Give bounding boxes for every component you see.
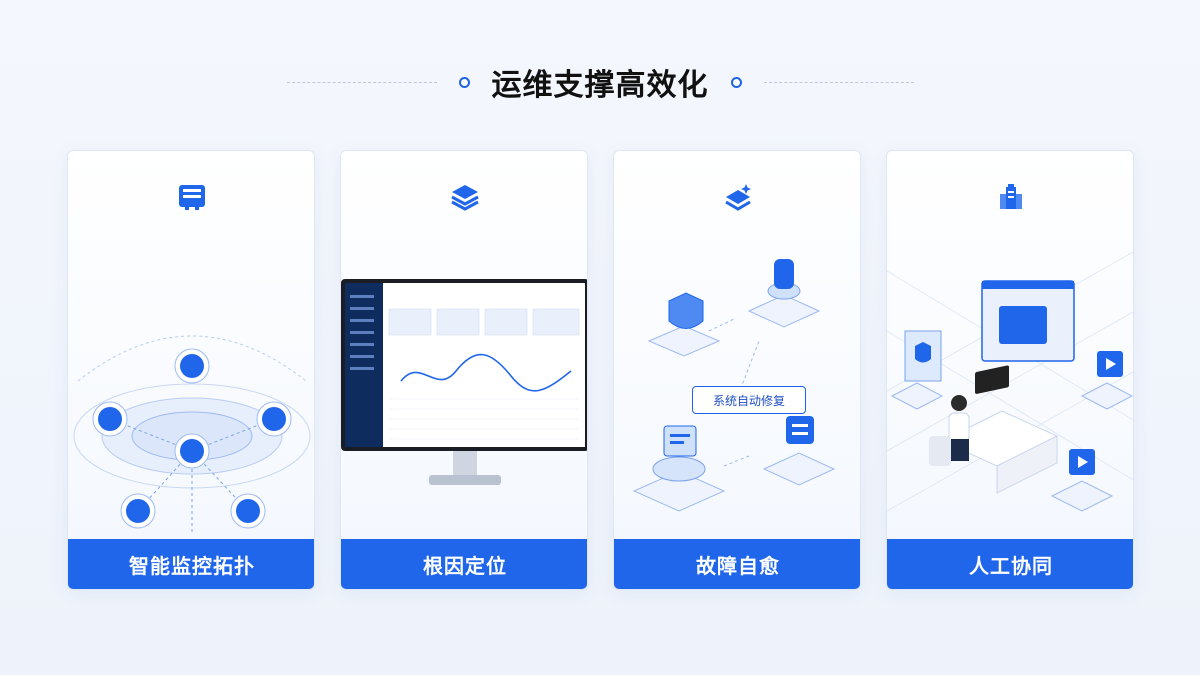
document-platform bbox=[632, 425, 726, 512]
card-self-healing: 系统自动修复 故障自愈 bbox=[613, 150, 861, 590]
upper-platform bbox=[747, 259, 821, 328]
page-title: 运维支撑高效化 bbox=[491, 68, 709, 103]
play-pedestal-bottom bbox=[1050, 449, 1114, 512]
title-left-dot bbox=[458, 76, 470, 88]
title-left-line bbox=[286, 81, 437, 83]
card-monitor-topology: 智能监控拓扑 bbox=[67, 150, 315, 590]
card-label: 故障自愈 bbox=[614, 539, 860, 589]
building-icon bbox=[1000, 184, 1022, 209]
auto-repair-badge: 系统自动修复 bbox=[692, 386, 806, 414]
self-healing-illustration bbox=[632, 259, 836, 512]
shield-platform bbox=[647, 292, 721, 357]
title-row: 运维支撑高效化 bbox=[0, 60, 1200, 104]
card-label: 人工协同 bbox=[887, 539, 1133, 589]
server-icon bbox=[179, 185, 205, 210]
server-platform bbox=[762, 416, 836, 486]
desk-with-person bbox=[929, 365, 1059, 494]
human-collab-illustration bbox=[887, 251, 1133, 512]
layers-icon bbox=[451, 185, 479, 211]
card-human-collab: 人工协同 bbox=[886, 150, 1134, 590]
topology-node-center bbox=[174, 433, 210, 469]
topology-illustration bbox=[73, 335, 311, 534]
title-right-line bbox=[763, 81, 914, 83]
card-label: 智能监控拓扑 bbox=[68, 539, 314, 589]
play-pedestal-top bbox=[1080, 351, 1133, 410]
stack-spark-icon bbox=[725, 184, 751, 211]
card-root-cause: 根因定位 bbox=[340, 150, 588, 590]
card-label: 根因定位 bbox=[341, 539, 587, 589]
shield-pedestal bbox=[890, 330, 944, 410]
title-right-dot bbox=[730, 76, 742, 88]
monitor-dashboard-illustration bbox=[341, 279, 587, 485]
large-screen bbox=[981, 280, 1075, 362]
